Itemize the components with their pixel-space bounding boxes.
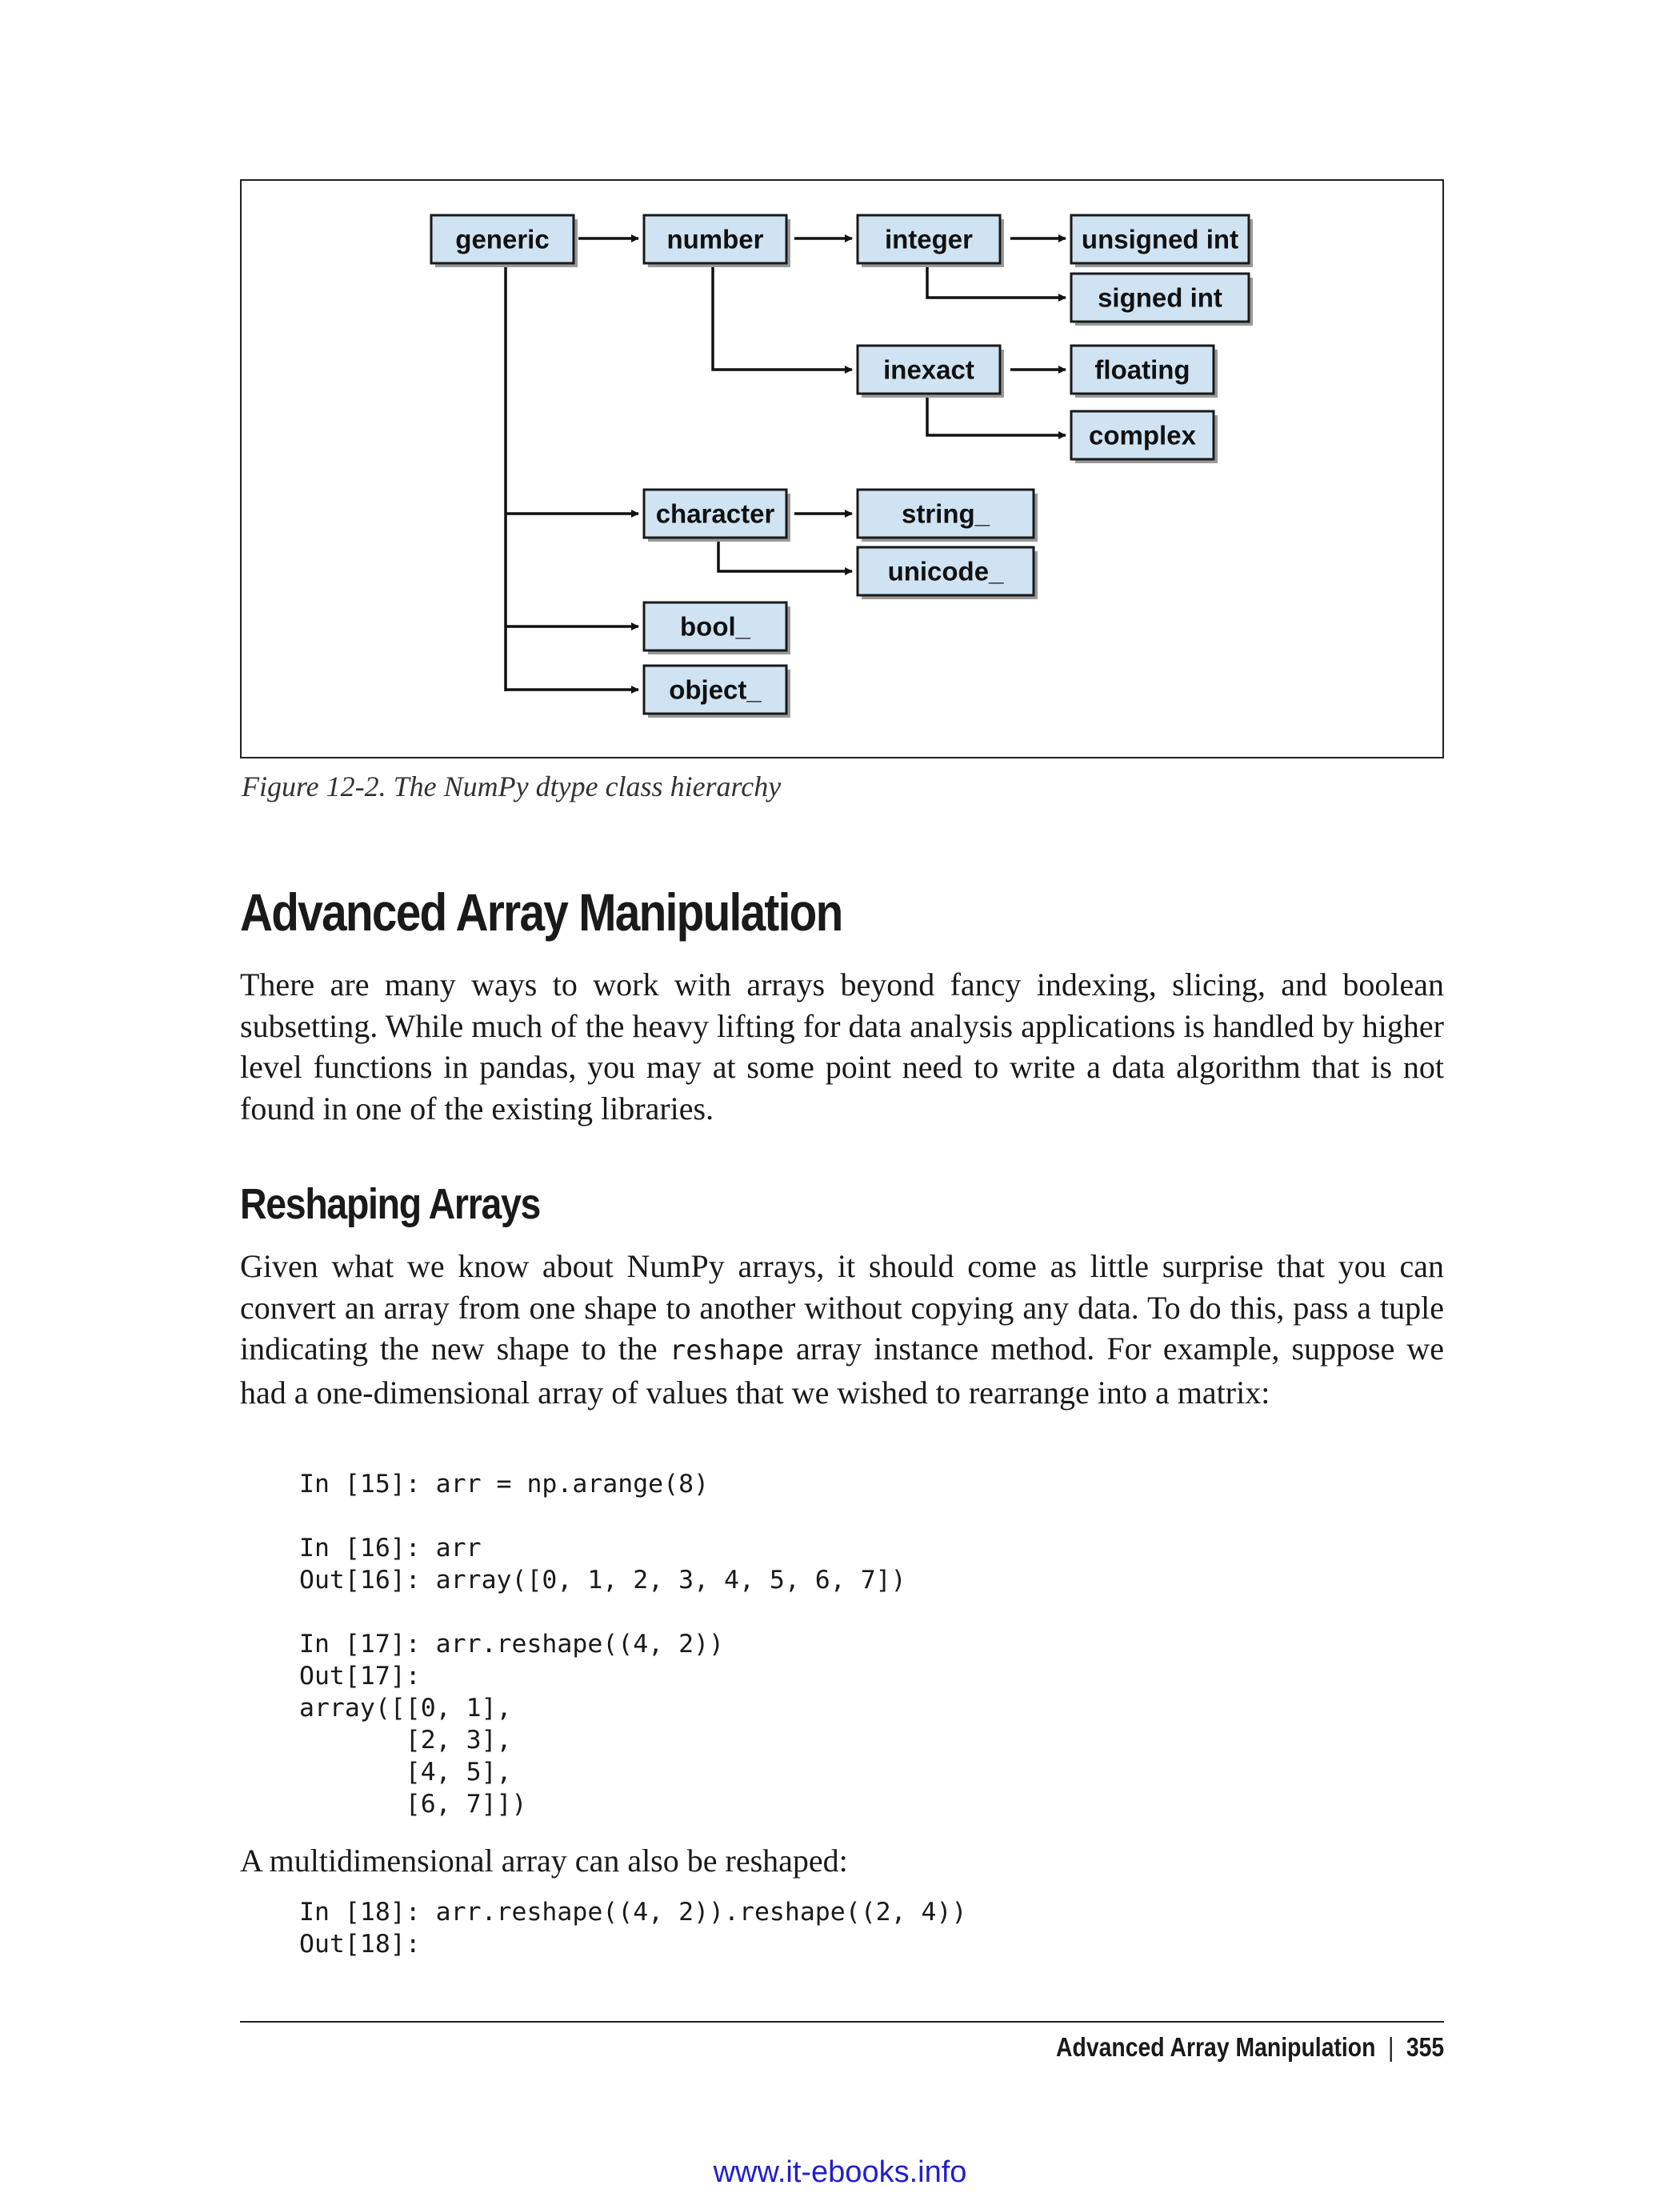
node-label: inexact [883,355,974,385]
page-number: 355 [1406,2032,1444,2062]
node-signed-int: signed int [1070,272,1253,326]
inline-code-reshape: reshape [669,1335,785,1367]
node-label: bool_ [680,612,751,642]
figure-frame: generic number integer unsigned int sign… [240,179,1444,758]
node-label: number [666,225,763,254]
code-block-reshape: In [15]: arr = np.arange(8) In [16]: arr… [299,1470,906,1819]
diagram-edges [504,234,1066,694]
node-label: character [656,499,775,529]
edge-inexact-complex [926,394,1066,439]
node-object: object_ [642,664,790,718]
node-complex: complex [1070,410,1218,463]
node-unicode: unicode_ [856,546,1038,599]
node-character: character [642,488,790,542]
subsection-title: Reshaping Arrays [240,1180,541,1228]
node-label: complex [1089,421,1197,450]
node-floating: floating [1070,344,1218,398]
node-integer: integer [856,214,1004,267]
node-string: string_ [856,488,1038,542]
reshape-paragraph: Given what we know about NumPy arrays, i… [240,1246,1444,1413]
running-head: Advanced Array Manipulation [1055,2032,1376,2062]
node-label: unicode_ [888,557,1005,586]
edge-integer-signed-int [926,262,1066,302]
watermark-link[interactable]: www.it-ebooks.info [713,2155,967,2189]
node-inexact: inexact [856,344,1004,398]
node-label: unsigned int [1082,225,1238,254]
node-label: string_ [902,499,990,529]
node-label: object_ [669,675,762,705]
code-block-multidim: In [18]: arr.reshape((4, 2)).reshape((2,… [299,1898,967,1959]
edge-number-inexact [711,262,853,374]
node-label: generic [455,225,549,254]
footer-rule [240,2021,1444,2023]
reshape-paragraph-text-a: Given what we know about NumPy arrays, i… [240,1248,1444,1367]
page-footer: Advanced Array Manipulation | 355 [1056,2032,1444,2063]
node-bool: bool_ [642,601,790,654]
node-number: number [642,214,790,267]
node-generic: generic [430,214,578,267]
intro-paragraph: There are many ways to work with arrays … [240,966,1444,1127]
reshape-paragraph-text-b: array instance method. For example, supp… [240,1331,1444,1411]
node-label: signed int [1098,283,1222,313]
edge-character-unicode [717,538,853,575]
multidim-paragraph: A multidimensional array can also be res… [240,1843,848,1879]
node-label: integer [885,225,973,254]
node-unsigned-int: unsigned int [1070,214,1253,267]
figure-caption: Figure 12-2. The NumPy dtype class hiera… [242,770,782,802]
section-title: Advanced Array Manipulation [240,882,843,942]
footer-separator: | [1387,2032,1394,2062]
node-label: floating [1094,355,1190,385]
dtype-hierarchy-diagram: generic number integer unsigned int sign… [430,214,1253,718]
